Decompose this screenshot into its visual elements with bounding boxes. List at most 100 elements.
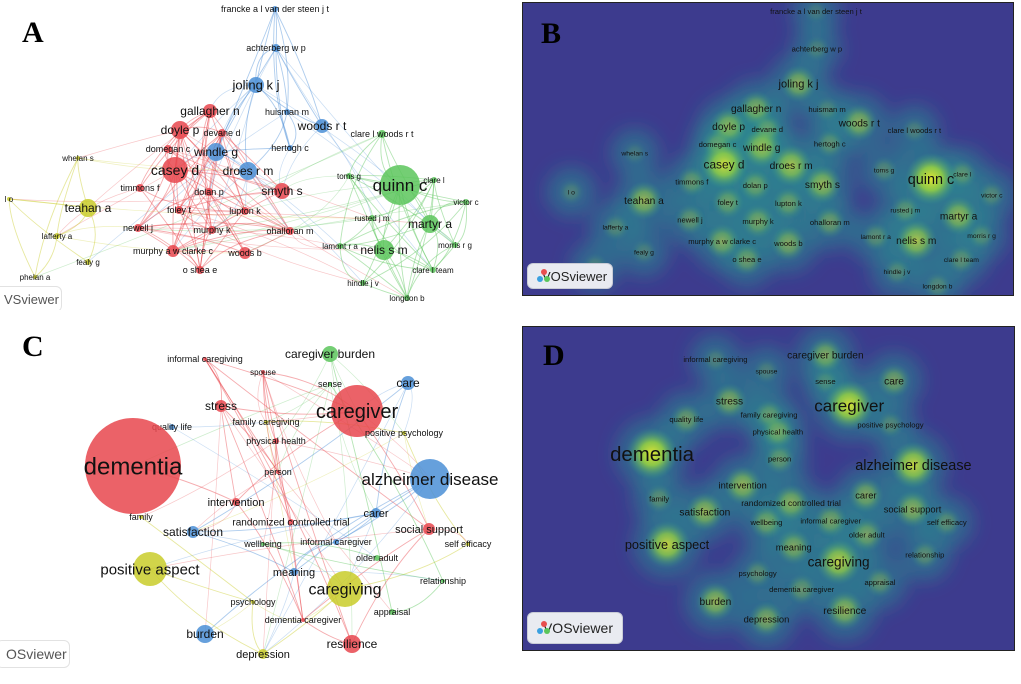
node-wellbeing[interactable]: wellbeing xyxy=(243,539,282,549)
node-circle[interactable] xyxy=(274,183,290,199)
node-francke-a-l-van-der-steen-j-t[interactable]: francke a l van der steen j t xyxy=(221,4,330,14)
node-positive-aspect[interactable]: positive aspect xyxy=(100,552,200,586)
node-circle[interactable] xyxy=(410,459,450,499)
node-circle[interactable] xyxy=(196,625,214,643)
node-circle[interactable] xyxy=(203,357,207,361)
node-circle[interactable] xyxy=(327,571,363,607)
node-circle[interactable] xyxy=(187,526,199,538)
node-circle[interactable] xyxy=(374,555,380,561)
node-circle[interactable] xyxy=(288,519,294,525)
node-caregiver[interactable]: caregiver xyxy=(316,385,399,437)
node-circle[interactable] xyxy=(169,424,175,430)
node-social-support[interactable]: social support xyxy=(395,523,463,536)
node-circle[interactable] xyxy=(85,418,181,514)
node-circle[interactable] xyxy=(196,266,204,274)
node-circle[interactable] xyxy=(272,44,280,52)
node-circle[interactable] xyxy=(133,552,167,586)
node-o-shea-e[interactable]: o shea e xyxy=(183,265,218,275)
node-circle[interactable] xyxy=(287,145,293,151)
node-circle[interactable] xyxy=(258,649,268,659)
node-circle[interactable] xyxy=(175,206,183,214)
node-circle[interactable] xyxy=(208,226,216,234)
node-circle[interactable] xyxy=(207,143,225,161)
node-circle[interactable] xyxy=(380,165,420,205)
node-circle[interactable] xyxy=(430,267,436,273)
node-circle[interactable] xyxy=(215,400,227,412)
node-care[interactable]: care xyxy=(396,376,420,390)
node-doyle-p[interactable]: doyle p xyxy=(161,121,200,139)
node-murphy-k[interactable]: murphy k xyxy=(193,225,231,235)
node-circle[interactable] xyxy=(401,376,415,390)
vosviewer-badge-c[interactable]: OSviewer xyxy=(0,640,70,668)
node-joling-k-j[interactable]: joling k j xyxy=(232,77,280,93)
node-circle[interactable] xyxy=(286,227,294,235)
node-circle[interactable] xyxy=(404,295,410,301)
vosviewer-badge-d[interactable]: VOSviewer xyxy=(527,612,623,644)
node-depression[interactable]: depression xyxy=(236,649,290,661)
node-circle[interactable] xyxy=(205,188,213,196)
node-positive-psychology[interactable]: positive psychology xyxy=(365,428,444,438)
node-informal-caregiver[interactable]: informal caregiver xyxy=(300,537,372,547)
node-circle[interactable] xyxy=(54,233,60,239)
node-circle[interactable] xyxy=(378,130,386,138)
node-foley-t[interactable]: foley t xyxy=(167,205,192,215)
node-caregiver-burden[interactable]: caregiver burden xyxy=(285,346,375,362)
node-clare-l[interactable]: clare l xyxy=(423,176,445,185)
node-circle[interactable] xyxy=(374,240,394,260)
node-woods-r-t[interactable]: woods r t xyxy=(297,119,347,133)
node-relationship[interactable]: relationship xyxy=(420,576,466,586)
node-circle[interactable] xyxy=(79,199,97,217)
node-circle[interactable] xyxy=(232,498,240,506)
node-circle[interactable] xyxy=(239,162,257,180)
node-informal-caregiving[interactable]: informal caregiving xyxy=(167,354,243,364)
node-teahan-a[interactable]: teahan a xyxy=(65,199,112,217)
node-circle[interactable] xyxy=(264,420,268,424)
node-randomized-controlled-trial[interactable]: randomized controlled trial xyxy=(232,518,349,529)
node-quinn-c[interactable]: quinn c xyxy=(373,165,428,205)
node-family-caregiving[interactable]: family caregiving xyxy=(232,417,299,427)
node-spouse[interactable]: spouse xyxy=(250,368,276,377)
node-quality-life[interactable]: quality life xyxy=(152,422,192,432)
node-stress[interactable]: stress xyxy=(205,399,237,413)
node-circle[interactable] xyxy=(164,145,172,153)
node-circle[interactable] xyxy=(441,579,445,583)
node-longdon-b[interactable]: longdon b xyxy=(389,294,425,303)
node-circle[interactable] xyxy=(333,539,339,545)
node-circle[interactable] xyxy=(431,177,437,183)
node-circle[interactable] xyxy=(301,618,305,622)
node-circle[interactable] xyxy=(162,157,188,183)
node-satisfaction[interactable]: satisfaction xyxy=(163,525,223,539)
node-huisman-m[interactable]: huisman m xyxy=(265,107,309,117)
node-clare-l-team[interactable]: clare l team xyxy=(412,266,454,275)
node-circle[interactable] xyxy=(360,280,366,286)
node-circle[interactable] xyxy=(251,600,255,604)
node-appraisal[interactable]: appraisal xyxy=(374,607,411,617)
node-toms-g[interactable]: toms g xyxy=(337,172,361,181)
node-circle[interactable] xyxy=(284,109,290,115)
node-victor-c[interactable]: victor c xyxy=(453,198,478,207)
node-circle[interactable] xyxy=(139,515,143,519)
node-circle[interactable] xyxy=(463,199,469,205)
node-circle[interactable] xyxy=(328,382,332,386)
node-droes-r-m[interactable]: droes r m xyxy=(223,162,274,180)
node-rusted-j-m[interactable]: rusted j m xyxy=(354,214,389,223)
node-fealy-g[interactable]: fealy g xyxy=(76,258,100,267)
node-circle[interactable] xyxy=(389,609,395,615)
node-circle[interactable] xyxy=(452,242,458,248)
node-meaning[interactable]: meaning xyxy=(273,567,315,579)
node-circle[interactable] xyxy=(136,184,144,192)
node-achterberg-w-p[interactable]: achterberg w p xyxy=(246,43,306,53)
node-circle[interactable] xyxy=(76,156,80,160)
node-lupton-k[interactable]: lupton k xyxy=(229,206,261,216)
node-circle[interactable] xyxy=(167,245,179,257)
node-circle[interactable] xyxy=(239,247,251,259)
node-carer[interactable]: carer xyxy=(363,508,388,520)
node-clare-l-woods-r-t[interactable]: clare l woods r t xyxy=(350,129,414,139)
node-timmons-f[interactable]: timmons f xyxy=(120,183,160,193)
node-dolan-p[interactable]: dolan p xyxy=(194,187,224,197)
node-circle[interactable] xyxy=(85,259,91,265)
node-circle[interactable] xyxy=(402,431,406,435)
node-physical-health[interactable]: physical health xyxy=(246,436,306,446)
node-alzheimer-disease[interactable]: alzheimer disease xyxy=(361,459,499,499)
node-circle[interactable] xyxy=(273,438,279,444)
